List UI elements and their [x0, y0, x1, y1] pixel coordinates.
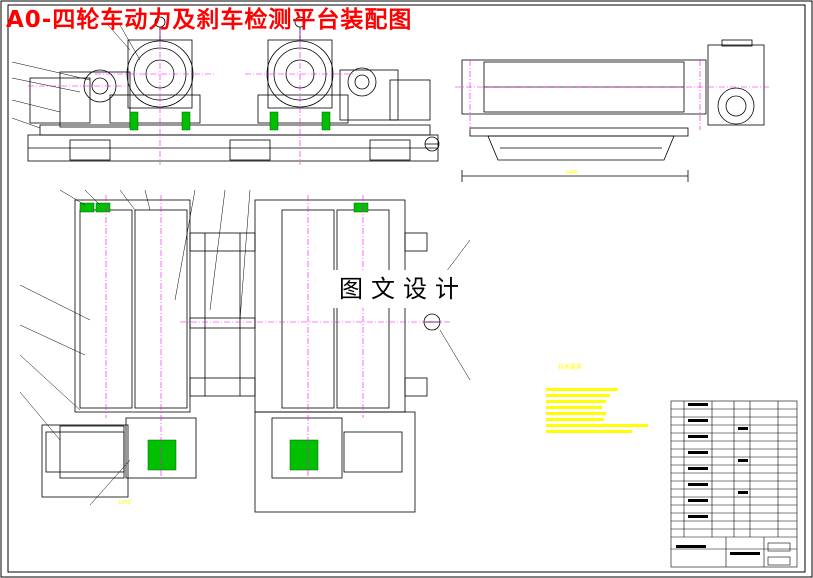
technical-notes-heading: 技术要求	[558, 364, 583, 371]
drawing-title: A0-四轮车动力及刹车检测平台装配图	[6, 7, 413, 33]
technical-notes-block	[546, 388, 648, 433]
side-elevation-view	[461, 39, 765, 182]
front-elevation-view	[27, 16, 440, 162]
parts-list-table	[670, 400, 798, 568]
front-elevation-leaders	[11, 24, 141, 129]
front-elevation-bearings	[129, 111, 331, 131]
side-elevation-centerlines	[455, 60, 770, 130]
plan-view-bearings	[79, 202, 369, 471]
plan-view-centerlines	[105, 195, 450, 478]
watermark-label: 图文设计	[322, 270, 484, 308]
side-view-dimension: 2400	[565, 170, 578, 176]
plan-view-dimension: 1850	[118, 500, 131, 506]
front-elevation-centerlines	[28, 30, 355, 165]
plan-view	[41, 199, 441, 513]
plan-view-leaders	[19, 189, 471, 506]
inner-border	[7, 4, 806, 573]
parts-list-text-marks	[676, 403, 760, 555]
